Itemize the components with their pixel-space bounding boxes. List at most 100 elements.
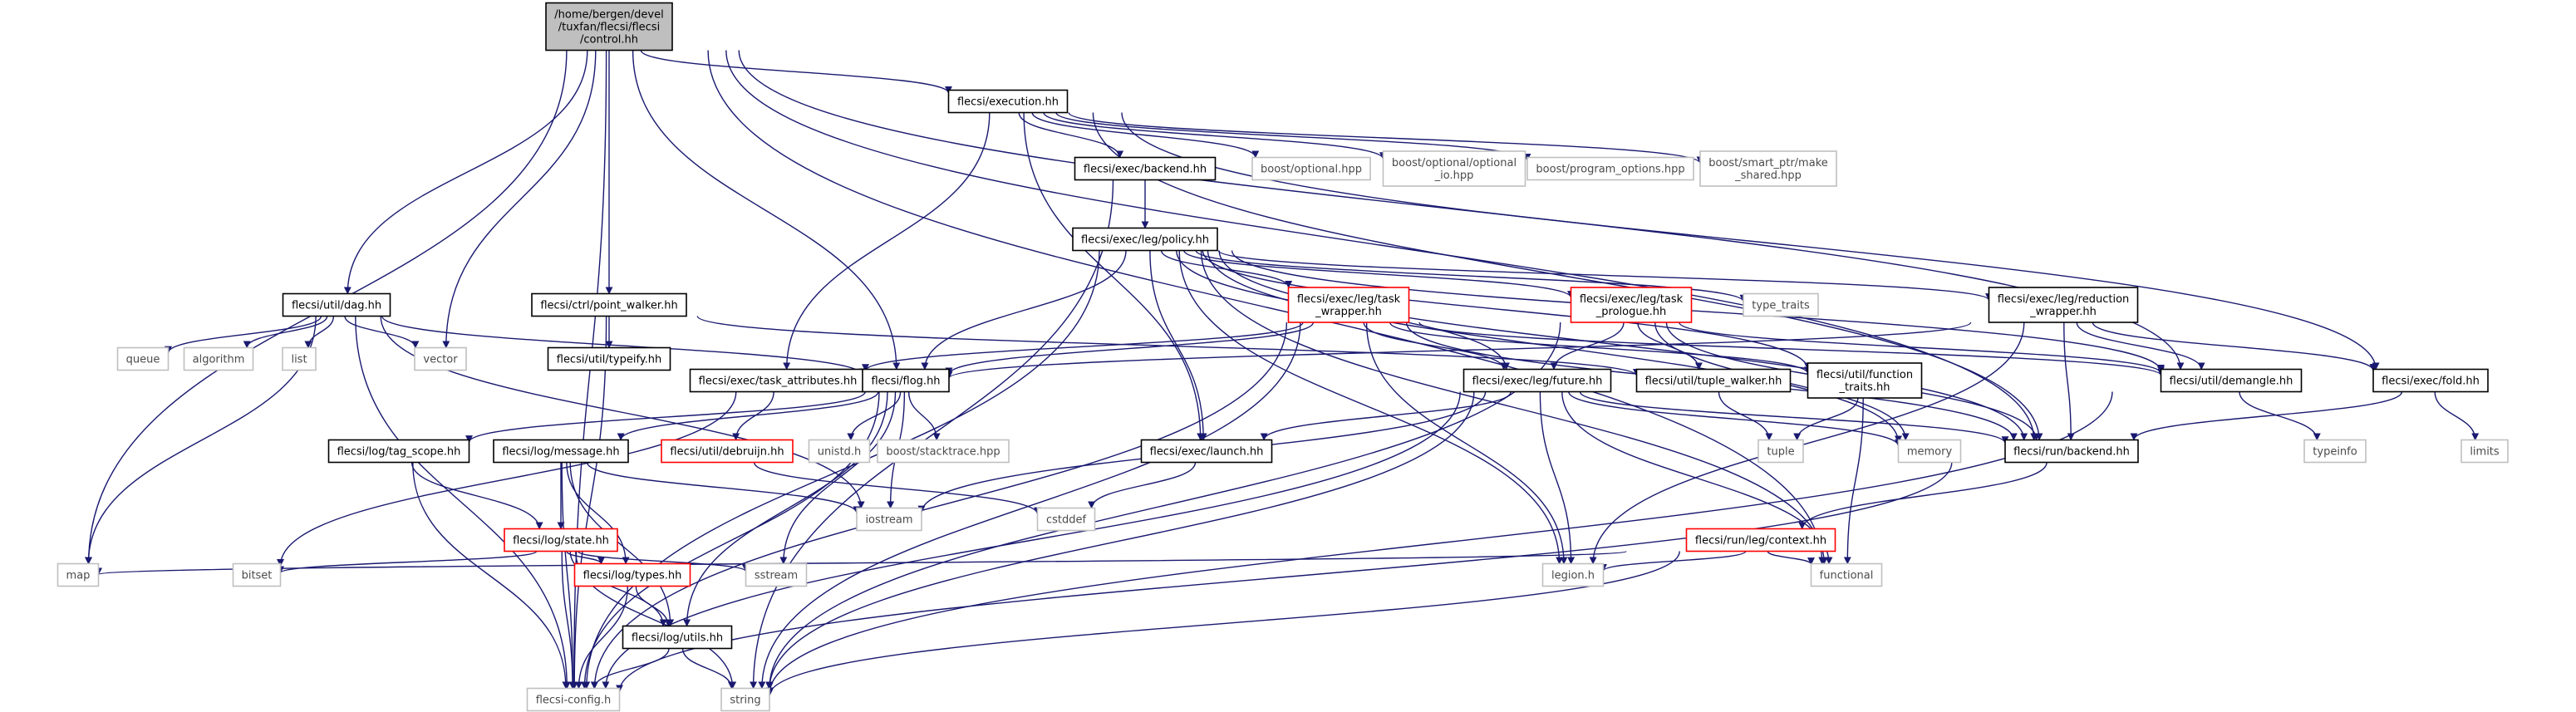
node-legion[interactable]: legion.h [1541,562,1605,587]
node-box [2372,368,2489,393]
node-box [1699,150,1837,187]
node-run-backend[interactable]: flecsi/run/backend.hh [2004,439,2139,464]
node-box [1140,439,1273,464]
node-box [327,439,470,464]
node-tuple[interactable]: tuple [1757,439,1804,464]
node-task-prologue[interactable]: flecsi/exec/leg/task_prologue.hh [1570,287,1693,323]
node-box [2160,368,2303,393]
node-box [1251,156,1371,181]
edge-task-prologue-to-future [1550,322,1625,371]
node-label: flecsi/exec/leg/reduction [1998,293,2130,306]
node-stacktrace[interactable]: boost/stacktrace.hpp [877,439,1010,464]
edge-message-to-config [561,462,577,690]
node-list[interactable]: list [282,346,317,371]
edge-context-to-functional [1767,550,1815,566]
node-label: _shared.hpp [1734,169,1802,182]
node-function-traits[interactable]: flecsi/util/function_traits.hh [1807,362,1923,399]
node-label: _traits.hh [1838,381,1890,394]
node-label: flecsi/exec/leg/policy.hh [1081,234,1209,247]
edge-execution-to-exec-backend [1018,112,1124,159]
node-algorithm[interactable]: algorithm [183,346,254,371]
node-box [1570,287,1693,323]
node-typeinfo[interactable]: typeinfo [2303,439,2367,464]
edge-execution-to-task-attributes [783,112,991,371]
node-label: /control.hh [580,34,638,47]
node-label: flecsi/exec/leg/task [1580,293,1684,306]
node-limits[interactable]: limits [2460,439,2509,464]
node-iostream[interactable]: iostream [856,507,922,532]
node-message[interactable]: flecsi/log/message.hh [493,439,629,464]
node-point-walker[interactable]: flecsi/ctrl/point_walker.hh [531,292,687,317]
node-boost-program-options[interactable]: boost/program_options.hpp [1526,156,1694,181]
edge-demangle-to-string [765,391,2113,695]
edge-task-wrapper-to-legion [1365,322,1568,565]
node-sstream[interactable]: sstream [745,562,808,587]
node-boost-optional[interactable]: boost/optional.hpp [1251,156,1371,181]
node-policy[interactable]: flecsi/exec/leg/policy.hh [1072,227,1218,252]
node-cstddef[interactable]: cstddef [1036,507,1096,532]
node-context[interactable]: flecsi/run/leg/context.hh [1685,528,1836,552]
node-task-wrapper[interactable]: flecsi/exec/leg/task_wrapper.hh [1287,287,1410,323]
node-label: flecsi/exec/task_attributes.hh [699,376,858,388]
node-flog[interactable]: flecsi/flog.hh [862,368,950,393]
node-typeify[interactable]: flecsi/util/typeify.hh [547,346,671,371]
edge-dag-to-flog [381,316,867,376]
node-box [1635,368,1792,393]
node-exec-backend[interactable]: flecsi/exec/backend.hh [1074,156,1217,181]
node-map[interactable]: map [57,562,100,587]
node-reduction-wrapper[interactable]: flecsi/exec/leg/reduction_wrapper.hh [1988,287,2139,323]
node-box [1685,528,1836,552]
node-box [947,89,1069,114]
node-queue[interactable]: queue [116,346,170,371]
node-memory[interactable]: memory [1897,439,1962,464]
node-log-utils[interactable]: flecsi/log/utils.hh [622,625,733,650]
node-bitset[interactable]: bitset [232,562,282,587]
edge-execution-to-boost-optional-io [1043,112,1387,160]
edge-flog-to-sstream [779,391,897,565]
node-future[interactable]: flecsi/exec/leg/future.hh [1463,368,1612,393]
node-label: flecsi/run/leg/context.hh [1695,535,1826,548]
node-task-attributes[interactable]: flecsi/exec/task_attributes.hh [689,368,867,393]
node-boost-optional-io[interactable]: boost/optional/optional_io.hpp [1382,150,1526,187]
node-fold[interactable]: flecsi/exec/fold.hh [2372,368,2489,393]
node-tuple-walker[interactable]: flecsi/util/tuple_walker.hh [1635,368,1792,393]
edge-flog-to-stacktrace [907,391,941,441]
node-type-traits[interactable]: type_traits [1743,292,1819,317]
node-label: flecsi/exec/fold.hh [2382,376,2480,388]
node-box [504,528,618,552]
node-tag-scope[interactable]: flecsi/log/tag_scope.hh [327,439,470,464]
node-label: tuple [1767,446,1794,459]
edge-future-to-legion [1539,391,1576,565]
edge-task-prologue-to-string [765,322,1561,690]
node-functional[interactable]: functional [1810,562,1883,587]
edge-tag-scope-to-config [412,462,570,690]
edge-policy-to-memory [1207,250,1902,444]
node-state[interactable]: flecsi/log/state.hh [504,528,618,552]
node-label: queue [126,354,160,366]
node-boost-smart-ptr[interactable]: boost/smart_ptr/make_shared.hpp [1699,150,1837,187]
node-log-types[interactable]: flecsi/log/types.hh [573,562,691,587]
node-label: algorithm [193,354,245,366]
edge-function-traits-to-functional [1843,397,1864,565]
node-box [1757,439,1804,464]
node-box [720,687,770,712]
node-config[interactable]: flecsi-config.h [526,687,621,712]
node-box [2004,439,2139,464]
node-vector[interactable]: vector [414,346,467,371]
node-string[interactable]: string [720,687,770,712]
node-box [1526,156,1694,181]
node-box [1541,562,1605,587]
node-demangle[interactable]: flecsi/util/demangle.hh [2160,368,2303,393]
node-debruijn[interactable]: flecsi/util/debruijn.hh [661,439,794,464]
node-launch[interactable]: flecsi/exec/launch.hh [1140,439,1273,464]
node-dag[interactable]: flecsi/util/dag.hh [282,292,391,317]
node-label: legion.h [1551,570,1595,582]
edge-task-wrapper-to-config [591,322,1288,690]
node-execution[interactable]: flecsi/execution.hh [947,89,1069,114]
edge-control-to-execution [640,50,952,94]
node-unistd[interactable]: unistd.h [808,439,871,464]
edge-future-to-string [765,391,1475,690]
edge-policy-to-functional [1200,250,1828,565]
node-control[interactable]: /home/bergen/devel/tuxfan/flecsi/flecsi/… [545,2,673,52]
edge-future-to-memory [1568,391,1902,447]
